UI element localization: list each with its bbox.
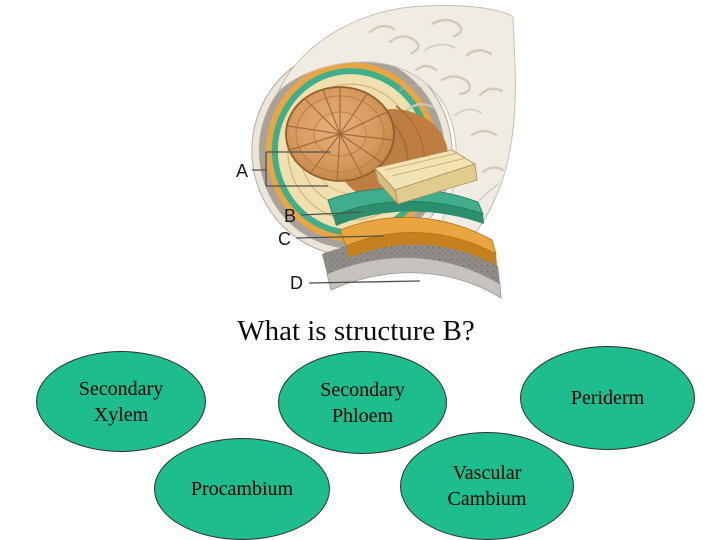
- periderm-light-sheet: [326, 257, 502, 299]
- phloem-sheet: [339, 217, 497, 255]
- label-c: C: [278, 229, 291, 249]
- heartwood-rays: [287, 88, 394, 182]
- option-label-line: Vascular: [452, 462, 522, 484]
- stem-cross-section-diagram: A B C D: [236, 5, 516, 299]
- option-label-line: Phloem: [331, 404, 394, 427]
- sapwood-plank: [374, 149, 478, 206]
- label-b: B: [284, 206, 296, 226]
- heartwood-cylinder: [285, 86, 448, 203]
- option-label-line: Secondary: [320, 378, 405, 401]
- option-label-line: Periderm: [570, 387, 645, 409]
- phloem-sheet-edge: [346, 232, 497, 266]
- option-label-line: Secondary: [78, 377, 164, 400]
- question-title: What is structure B?: [237, 315, 475, 347]
- bark-surface: [277, 5, 516, 258]
- diagram-annotations: A B C D: [236, 151, 421, 293]
- pointer-line-d: [308, 280, 421, 284]
- plank-grain: [384, 152, 467, 177]
- pointer-line-b: [300, 211, 364, 216]
- option-secondary-phloem[interactable]: Secondary Phloem: [278, 351, 447, 454]
- option-label-line: Xylem: [93, 403, 149, 426]
- peeled-layers: [322, 149, 502, 299]
- option-periderm[interactable]: Periderm: [520, 346, 695, 450]
- pointer-line-a: [252, 151, 330, 187]
- option-label-line: Cambium: [447, 488, 527, 510]
- cambium-sheet: [327, 187, 484, 217]
- label-d: D: [290, 273, 303, 293]
- option-secondary-xylem[interactable]: Secondary Xylem: [36, 351, 206, 452]
- sapwood-plank-end: [374, 166, 399, 206]
- cambium-sheet-edge: [333, 201, 484, 226]
- option-label-line: Procambium: [190, 478, 294, 500]
- option-procambium[interactable]: Procambium: [154, 438, 330, 540]
- label-a: A: [236, 161, 248, 181]
- option-vascular-cambium[interactable]: Vascular Cambium: [400, 432, 574, 540]
- pointer-line-c: [295, 235, 384, 239]
